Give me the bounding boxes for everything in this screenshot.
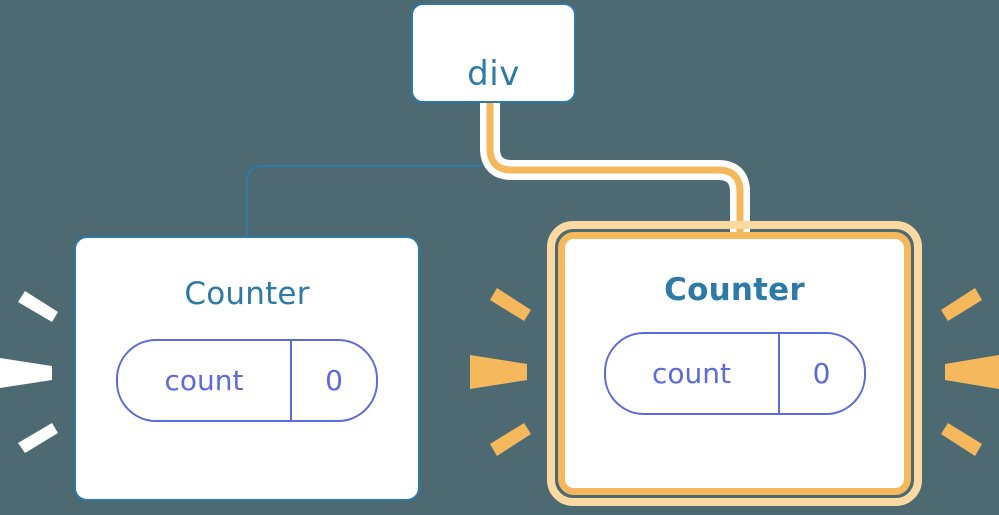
sparkle-burst-icon-left-counter [0, 291, 58, 453]
sparkle-ray-lower [490, 423, 531, 456]
node-counter-left-label: Counter [184, 276, 310, 312]
prop-name-count-left: count [164, 364, 244, 397]
sparkle-burst-icon-right-counter-left-side [470, 288, 531, 456]
prop-value-count-left: 0 [290, 341, 376, 420]
sparkle-ray-upper [941, 288, 982, 321]
sparkle-ray-upper [18, 291, 58, 322]
sparkle-ray-middle [470, 355, 527, 389]
prop-pill-count-left[interactable]: count 0 [116, 339, 378, 422]
sparkle-ray-lower [18, 423, 58, 453]
prop-value-count-right: 0 [777, 334, 864, 413]
sparkle-ray-lower [941, 423, 982, 456]
node-counter-right-label: Counter [664, 272, 805, 308]
sparkle-ray-middle [945, 355, 999, 389]
edge-div-to-counter-right-path [486, 103, 744, 240]
prop-name-count-right: count [652, 357, 731, 390]
sparkle-burst-icon-right-counter-right-side [941, 288, 999, 456]
node-div-label: div [467, 53, 520, 94]
node-counter-right[interactable]: Counter count 0 [558, 232, 911, 495]
node-div[interactable]: div [411, 3, 576, 103]
sparkle-ray-middle [0, 358, 52, 388]
node-counter-left[interactable]: Counter count 0 [74, 236, 420, 501]
sparkle-ray-upper [490, 288, 531, 321]
prop-pill-count-right[interactable]: count 0 [603, 332, 866, 415]
node-counter-right-glow-ring [547, 221, 922, 506]
